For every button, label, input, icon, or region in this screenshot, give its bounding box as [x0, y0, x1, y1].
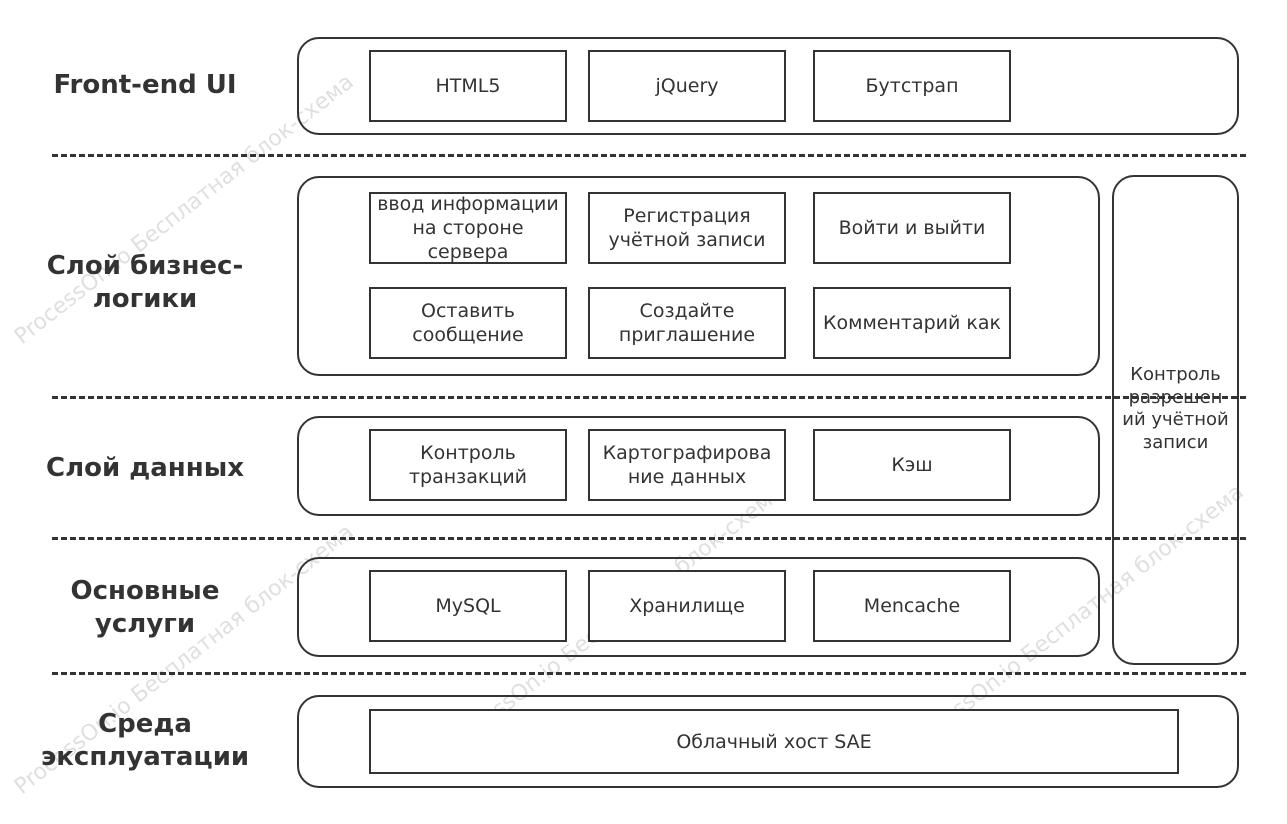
layer-label-frontend: Front-end UI: [53, 69, 237, 100]
component-server-side-input: ввод информации на стороне сервера: [369, 192, 567, 264]
frontend-group: [297, 37, 1239, 135]
component-data-mapping: Картографирова ние данных: [588, 429, 786, 501]
account-permission-control-panel: [1112, 175, 1239, 665]
runtime-environment-group: [297, 695, 1239, 788]
component-jquery: jQuery: [588, 50, 786, 122]
layer-label-runtime-environment: Среда эксплуатации: [40, 709, 250, 772]
layer-label-data: Слой данных: [45, 452, 244, 483]
component-comment-like: Комментарий как: [813, 287, 1011, 359]
layer-label-business-logic: Слой бизнес-логики: [46, 251, 244, 314]
component-mencache: Mencache: [813, 570, 1011, 642]
data-layer-group: [297, 416, 1100, 516]
component-account-registration: Регистрация учётной записи: [588, 192, 786, 264]
layer-label-core-services: Основные услуги: [70, 576, 220, 639]
layer-divider: [52, 672, 1246, 675]
component-mysql: MySQL: [369, 570, 567, 642]
component-html5: HTML5: [369, 50, 567, 122]
component-storage: Хранилище: [588, 570, 786, 642]
component-sae-cloud-host: Облачный хост SAE: [369, 709, 1179, 774]
layer-divider: [52, 154, 1246, 157]
component-bootstrap: Бутстрап: [813, 50, 1011, 122]
component-create-invitation: Создайте приглашение: [588, 287, 786, 359]
component-transaction-control: Контроль транзакций: [369, 429, 567, 501]
component-login-logout: Войти и выйти: [813, 192, 1011, 264]
core-services-group: [297, 557, 1100, 657]
component-leave-message: Оставить сообщение: [369, 287, 567, 359]
component-cache: Кэш: [813, 429, 1011, 501]
layer-divider: [52, 537, 1246, 540]
layer-divider: [52, 396, 1246, 399]
business-logic-group: [297, 176, 1100, 376]
account-permission-control-label: Контроль разрешен ий учётной записи: [1122, 364, 1229, 453]
